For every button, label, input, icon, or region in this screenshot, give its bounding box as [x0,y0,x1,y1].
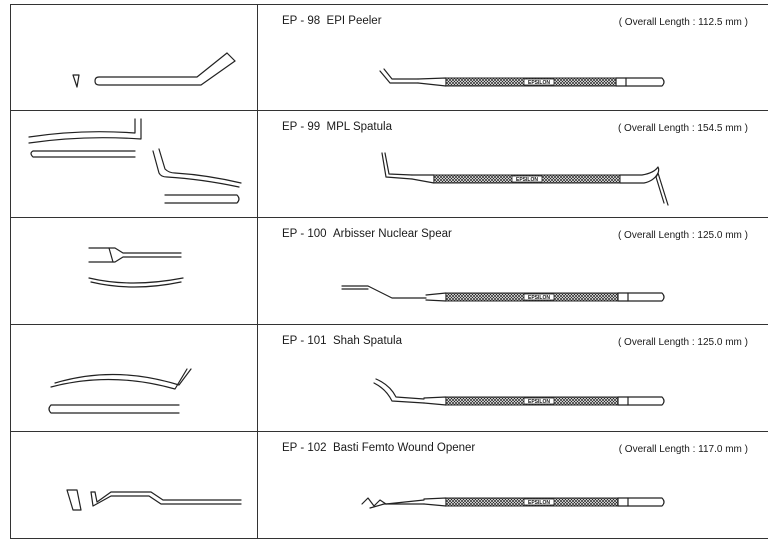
catalog-row-ep-99: EP - 99 MPL Spatula ( Overall Length : 1… [10,110,768,217]
instrument-info-cell: EP - 99 MPL Spatula ( Overall Length : 1… [258,111,768,217]
catalog-row-ep-101: EP - 101 Shah Spatula ( Overall Length :… [10,324,768,431]
instrument-detail-drawing-icon [72,52,236,88]
instrument-title: EP - 98 EPI Peeler [282,15,382,27]
catalog-row-ep-100: EP - 100 Arbisser Nuclear Spear ( Overal… [10,217,768,324]
instrument-code: EP - 99 [282,121,321,133]
catalog-row-ep-102: EP - 102 Basti Femto Wound Opener ( Over… [10,431,768,539]
instrument-title: EP - 100 Arbisser Nuclear Spear [282,228,452,240]
instrument-name: Shah Spatula [332,335,402,347]
brand-label: EPSILON [516,177,538,183]
instrument-detail-cell [10,432,258,538]
instrument-handle-drawing-icon: EPSILON [341,285,665,302]
instrument-code: EP - 98 [282,15,321,27]
instrument-handle-drawing-icon: EPSILON [373,378,665,406]
instrument-info-cell: EP - 101 Shah Spatula ( Overall Length :… [258,325,768,431]
instrument-handle-drawing-icon: EPSILON [361,497,665,509]
instrument-code: EP - 102 [282,442,327,454]
overall-length: ( Overall Length : 112.5 mm ) [618,17,748,28]
instrument-title: EP - 102 Basti Femto Wound Opener [282,442,475,454]
instrument-name: Arbisser Nuclear Spear [332,228,452,240]
instrument-handle-drawing-icon: EPSILON [381,152,669,206]
instrument-detail-cell [10,218,258,324]
instrument-info-cell: EP - 98 EPI Peeler ( Overall Length : 11… [258,5,768,110]
instrument-detail-cell [10,325,258,431]
catalog-row-ep-98: EP - 98 EPI Peeler ( Overall Length : 11… [10,4,768,110]
instrument-detail-cell [10,111,258,217]
overall-length: ( Overall Length : 154.5 mm ) [617,123,748,134]
instrument-detail-drawing-icon [66,489,242,511]
instrument-detail-drawing-icon [48,368,192,414]
overall-length: ( Overall Length : 125.0 mm ) [617,337,748,348]
brand-label: EPSILON [528,399,550,405]
instrument-name: MPL Spatula [326,121,392,133]
instrument-detail-drawing-icon [28,118,242,204]
instrument-handle-drawing-icon: EPSILON [379,68,665,87]
instrument-code: EP - 101 [282,335,327,347]
instrument-info-cell: EP - 102 Basti Femto Wound Opener ( Over… [258,432,768,538]
instrument-name: EPI Peeler [326,15,382,27]
brand-label: EPSILON [528,295,550,301]
instrument-detail-cell [10,5,258,110]
instrument-catalog: EP - 98 EPI Peeler ( Overall Length : 11… [10,0,768,543]
overall-length: ( Overall Length : 125.0 mm ) [617,230,748,241]
instrument-detail-drawing-icon [88,247,184,288]
overall-length: ( Overall Length : 117.0 mm ) [618,444,748,455]
brand-label: EPSILON [528,500,550,506]
brand-label: EPSILON [528,80,550,86]
instrument-code: EP - 100 [282,228,327,240]
instrument-title: EP - 99 MPL Spatula [282,121,392,133]
instrument-title: EP - 101 Shah Spatula [282,335,402,347]
instrument-info-cell: EP - 100 Arbisser Nuclear Spear ( Overal… [258,218,768,324]
instrument-name: Basti Femto Wound Opener [332,442,476,454]
